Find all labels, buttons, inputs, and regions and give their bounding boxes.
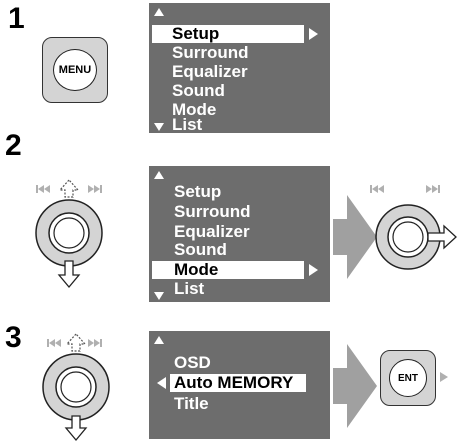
menu1-item-equalizer[interactable]: Equalizer: [172, 62, 248, 81]
down-arrow-icon: [64, 415, 88, 442]
menu2-item-surround[interactable]: Surround: [174, 202, 251, 221]
next-right-icon: [440, 372, 448, 382]
prev-track-icon: [370, 185, 384, 193]
next-track-icon: [88, 339, 102, 347]
up-arrow-icon: [65, 333, 87, 352]
menu2-item-list[interactable]: List: [174, 279, 205, 298]
ent-button[interactable]: ENT: [380, 350, 436, 406]
menu2-item-mode[interactable]: Mode: [152, 261, 304, 279]
ent-button-face: ENT: [389, 359, 427, 397]
menu3-item-auto-memory[interactable]: Auto MEMORY: [170, 374, 306, 392]
menu1-item-surround[interactable]: Surround: [172, 43, 249, 62]
submenu-right-icon: [309, 264, 318, 276]
step-number-3: 3: [5, 321, 22, 354]
right-arrow-icon: [427, 224, 457, 250]
up-arrow-icon: [58, 179, 80, 198]
menu-panel-3: OSD Auto MEMORY Title: [149, 331, 330, 439]
prev-track-icon: [36, 185, 50, 193]
down-arrow-icon: [57, 260, 81, 289]
scroll-down-icon: [154, 123, 164, 131]
next-track-icon: [426, 185, 440, 193]
control-dial-left[interactable]: [33, 175, 113, 290]
menu2-item-sound[interactable]: Sound: [174, 240, 227, 259]
menu-button-face: MENU: [53, 49, 97, 91]
control-dial-right[interactable]: [368, 180, 457, 280]
menu3-item-title[interactable]: Title: [174, 394, 209, 413]
big-right-arrow-icon: [333, 195, 377, 279]
submenu-left-icon: [157, 377, 166, 389]
step-number-2: 2: [5, 129, 22, 162]
menu-button[interactable]: MENU: [42, 37, 108, 103]
step-number-1: 1: [8, 2, 25, 35]
ent-button-label: ENT: [398, 372, 418, 384]
scroll-up-icon: [154, 336, 164, 344]
menu-panel-2: Setup Surround Equalizer Sound Mode List: [149, 166, 330, 302]
scroll-up-icon: [154, 171, 164, 179]
next-track-icon: [88, 185, 102, 193]
menu1-item-sound[interactable]: Sound: [172, 81, 225, 100]
big-right-arrow-icon: [333, 344, 377, 428]
menu3-item-osd[interactable]: OSD: [174, 353, 211, 372]
menu2-item-equalizer[interactable]: Equalizer: [174, 222, 250, 241]
submenu-right-icon: [309, 28, 318, 40]
menu-button-label: MENU: [58, 64, 92, 76]
menu2-item-setup[interactable]: Setup: [174, 182, 222, 201]
menu1-item-mode[interactable]: Mode: [172, 100, 217, 119]
menu1-item-list[interactable]: List: [172, 115, 203, 134]
prev-track-icon: [47, 339, 61, 347]
control-dial-left[interactable]: [33, 332, 113, 442]
scroll-down-icon: [154, 292, 164, 300]
scroll-up-icon: [154, 8, 164, 16]
menu-panel-1: Setup Surround Equalizer Sound Mode List: [149, 3, 330, 134]
menu1-item-setup[interactable]: Setup: [152, 25, 304, 43]
